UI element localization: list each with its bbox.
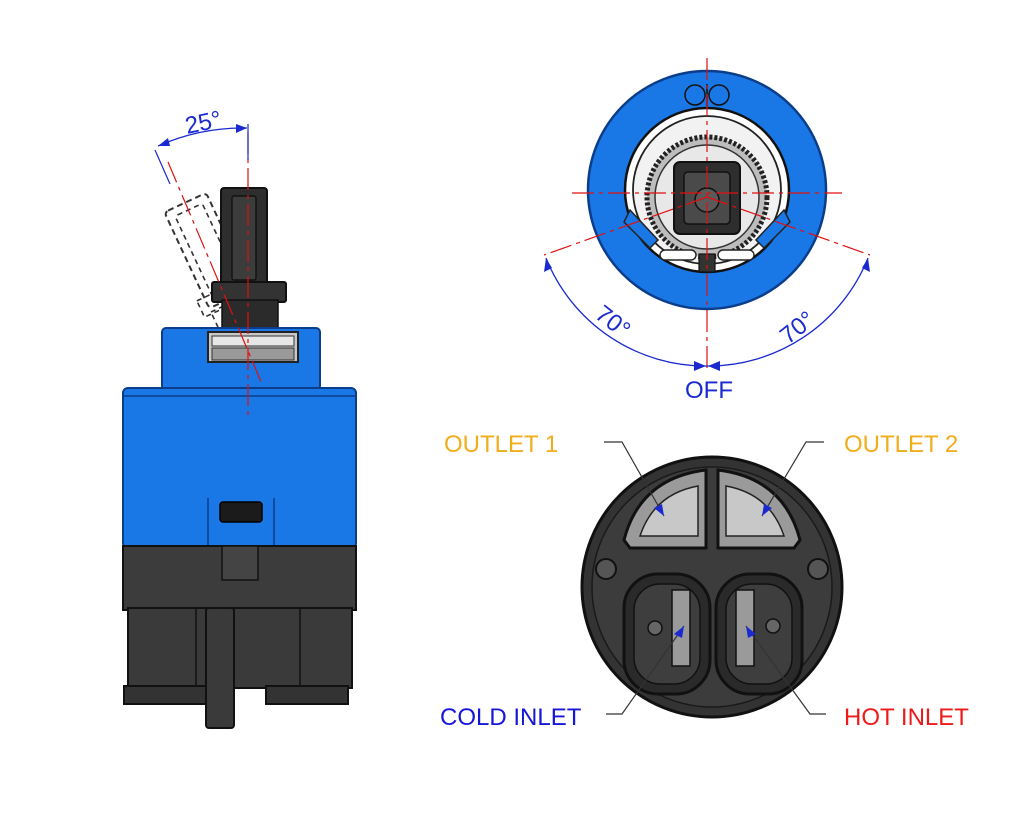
- mount-hole-left: [595, 558, 617, 580]
- outlet-2-label: OUTLET 2: [844, 431, 958, 458]
- side-view: [122, 124, 357, 729]
- rotation-arc-right: [706, 257, 869, 367]
- bottom-pin: [205, 607, 235, 729]
- stem-collar: [211, 281, 287, 303]
- rotation-left-label: 70°: [590, 300, 635, 344]
- stem-base: [221, 299, 279, 331]
- cold-inlet-leader: [606, 625, 685, 715]
- bottom-view: [580, 455, 844, 719]
- off-label: OFF: [685, 377, 733, 404]
- top-view: [543, 58, 871, 371]
- rotation-arc-left: [545, 257, 708, 367]
- outlet-1-label: OUTLET 1: [444, 431, 558, 458]
- hot-inlet-leader: [745, 625, 826, 715]
- stem-flat: [231, 195, 257, 281]
- main-blue-body: [122, 387, 357, 549]
- outlet-1-leader: [604, 441, 665, 517]
- cold-inlet-label: COLD INLET: [440, 704, 582, 731]
- hot-inlet-label: HOT INLET: [844, 704, 969, 731]
- tilt-angle-label: 25°: [183, 106, 224, 140]
- rotation-right-label: 70°: [775, 306, 820, 350]
- dark-base-lower: [127, 607, 353, 689]
- outlet-2-leader: [761, 441, 824, 517]
- locking-tab: [219, 501, 263, 523]
- mount-hole-right: [807, 558, 829, 580]
- tilt-centerline: [167, 161, 263, 385]
